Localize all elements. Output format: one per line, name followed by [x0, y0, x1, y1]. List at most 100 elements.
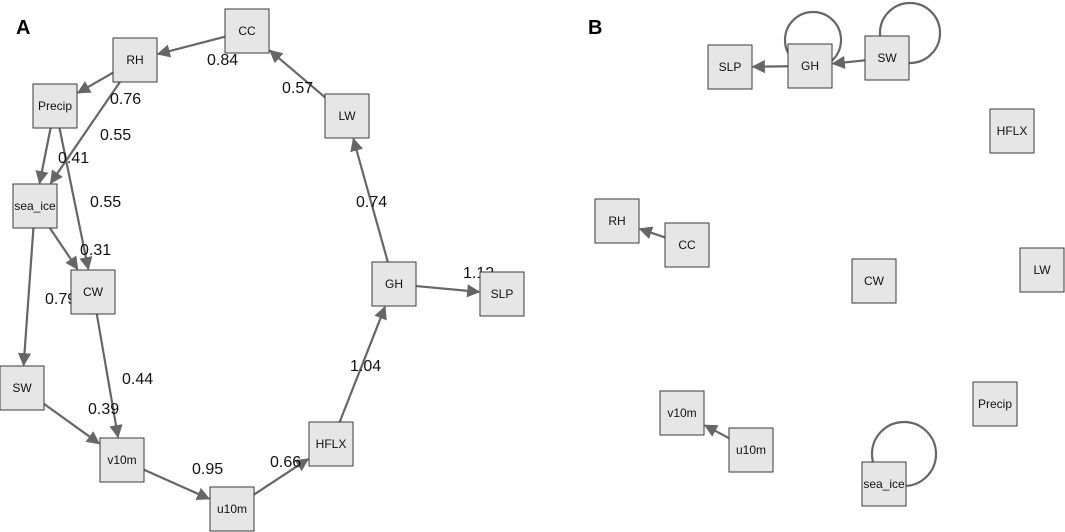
edge-weight-label: 0.57 [282, 80, 313, 97]
node-box [308, 421, 354, 467]
node-a-precip: Precip [32, 83, 78, 129]
node-label: RH [608, 214, 625, 228]
node-label: CW [864, 274, 885, 288]
node-box [324, 93, 370, 139]
edge-a-sea-ice-to-cw [48, 227, 79, 271]
edge-a-rh-to-sea-ice [49, 81, 121, 185]
node-label: SLP [491, 287, 514, 301]
node-label: CW [83, 285, 104, 299]
edge-b-sw-to-gh [831, 55, 866, 69]
node-label: CC [678, 238, 696, 252]
node-b-precip: Precip [972, 381, 1018, 427]
edge-weight-label: 0.84 [207, 52, 238, 69]
node-box [707, 44, 753, 90]
node-box [12, 183, 58, 229]
node-a-cw: CW [70, 269, 116, 315]
node-box [594, 198, 640, 244]
node-box [787, 43, 833, 89]
node-label: HFLX [997, 124, 1028, 138]
nodes-layer: CCRHPrecipsea_iceCWSWv10mu10mHFLXGHSLPLW… [0, 8, 1065, 532]
node-b-rh: RH [594, 198, 640, 244]
edge-weight-label: 1.04 [350, 358, 381, 375]
node-a-hflx: HFLX [308, 421, 354, 467]
node-label: RH [126, 53, 143, 67]
node-label: Precip [978, 397, 1012, 411]
node-box [728, 427, 774, 473]
panel-label-a: A [16, 17, 30, 39]
edge-b-cc-to-rh [638, 226, 666, 239]
node-b-sw: SW [864, 35, 910, 81]
edge-weight-label: 0.95 [192, 461, 223, 478]
edge-weight-label: 0.76 [110, 91, 141, 108]
node-label: HFLX [316, 437, 347, 451]
node-box [0, 365, 45, 411]
edge-a-precip-to-cw [58, 127, 93, 271]
edge-weight-label: 0.74 [356, 194, 387, 211]
node-label: SLP [719, 60, 742, 74]
node-label: LW [1033, 263, 1051, 277]
edge-a-u10m-to-hflx [253, 458, 310, 496]
node-box [659, 390, 705, 436]
node-a-cc: CC [224, 8, 270, 54]
edge-a-gh-to-lw [350, 137, 389, 263]
node-a-v10m: v10m [99, 437, 145, 483]
node-box [664, 222, 710, 268]
node-a-rh: RH [112, 37, 158, 83]
node-box [32, 83, 78, 129]
node-a-gh: GH [371, 261, 417, 307]
node-box [861, 461, 907, 507]
edge-a-cc-to-rh [156, 35, 226, 58]
edge-weight-label: 0.66 [270, 454, 301, 471]
node-box [70, 269, 116, 315]
node-label: SW [12, 381, 32, 395]
edge-weight-label: 0.44 [122, 371, 153, 388]
node-a-sw: SW [0, 365, 45, 411]
node-label: v10m [107, 453, 136, 467]
edge-weight-label: 0.39 [88, 401, 119, 418]
node-label: CC [238, 24, 256, 38]
node-b-gh: GH [787, 43, 833, 89]
node-label: Precip [38, 99, 72, 113]
node-b-slp: SLP [707, 44, 753, 90]
edge-a-cw-to-v10m [95, 313, 123, 439]
node-b-v10m: v10m [659, 390, 705, 436]
node-b-cc: CC [664, 222, 710, 268]
node-box [1019, 247, 1065, 293]
node-box [864, 35, 910, 81]
node-label: sea_ice [14, 199, 56, 213]
node-a-slp: SLP [479, 271, 525, 317]
node-a-u10m: u10m [209, 486, 255, 532]
node-b-cw: CW [851, 258, 897, 304]
node-box [224, 8, 270, 54]
node-box [479, 271, 525, 317]
edge-weight-label: 0.55 [100, 127, 131, 144]
node-a-sea-ice: sea_ice [12, 183, 58, 229]
node-b-hflx: HFLX [989, 108, 1035, 154]
node-b-lw: LW [1019, 247, 1065, 293]
edge-weight-label: 0.79 [45, 291, 76, 308]
weights-layer: 0.840.760.550.410.550.310.790.440.390.95… [45, 52, 494, 478]
edge-b-u10m-to-v10m [703, 424, 730, 440]
node-label: u10m [217, 502, 247, 516]
edge-a-precip-to-sea-ice [35, 127, 52, 185]
node-box [989, 108, 1035, 154]
node-label: LW [338, 109, 356, 123]
node-b-sea-ice: sea_ice [861, 461, 907, 507]
edge-weight-label: 0.41 [58, 150, 89, 167]
node-box [851, 258, 897, 304]
node-label: v10m [667, 406, 696, 420]
edge-a-lw-to-cc [268, 49, 326, 99]
edge-a-v10m-to-u10m [143, 468, 211, 500]
node-label: u10m [736, 443, 766, 457]
panel-label-b: B [588, 17, 602, 39]
node-box [972, 381, 1018, 427]
node-box [209, 486, 255, 532]
node-box [112, 37, 158, 83]
edge-a-rh-to-precip [76, 71, 114, 94]
node-label: sea_ice [863, 477, 905, 491]
edge-a-hflx-to-gh [338, 305, 387, 423]
edge-a-gh-to-slp [415, 284, 481, 298]
node-label: GH [385, 277, 403, 291]
node-a-lw: LW [324, 93, 370, 139]
